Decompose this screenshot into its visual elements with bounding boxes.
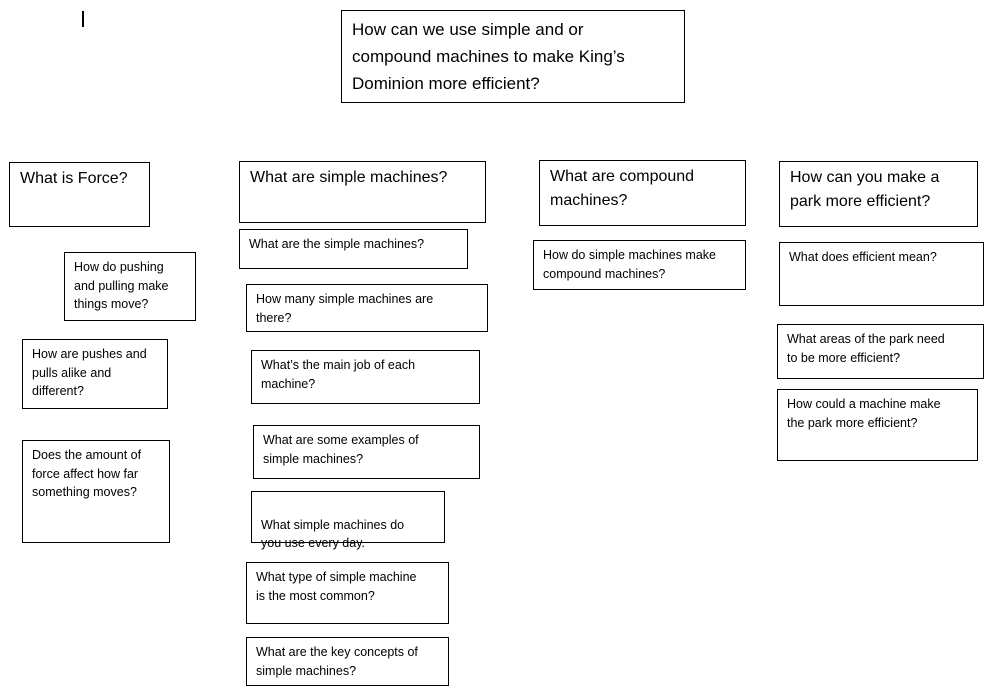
heading-simple-machines: What are simple machines? (239, 161, 486, 223)
question-simple-5: What simple machines do you use every da… (251, 491, 445, 550)
question-simple-6: What type of simple machine is the most … (246, 562, 449, 624)
question-park-1: What does efficient mean? (779, 242, 984, 306)
heading-park-efficiency: How can you make a park more efficient? (779, 161, 978, 227)
main-question-box: How can we use simple and or compound ma… (341, 10, 685, 103)
question-force-1: How do pushing and pulling make things m… (64, 252, 196, 321)
question-compound-1: How do simple machines make compound mac… (533, 240, 746, 290)
question-simple-7: What are the key concepts of simple mach… (246, 637, 449, 686)
question-simple-5-text: What simple machines do you use every da… (261, 517, 405, 551)
heading-force: What is Force? (9, 162, 150, 227)
question-simple-4: What are some examples of simple machine… (253, 425, 480, 479)
question-simple-1: What are the simple machines? (239, 229, 468, 269)
question-force-2: How are pushes and pulls alike and diffe… (22, 339, 168, 409)
text-cursor (82, 11, 84, 27)
question-park-2: What areas of the park need to be more e… (777, 324, 984, 379)
question-park-3: How could a machine make the park more e… (777, 389, 978, 461)
question-simple-2: How many simple machines are there? (246, 284, 488, 332)
question-simple-3: What’s the main job of each machine? (251, 350, 480, 404)
question-force-3: Does the amount of force affect how far … (22, 440, 170, 543)
heading-compound-machines: What are compound machines? (539, 160, 746, 226)
